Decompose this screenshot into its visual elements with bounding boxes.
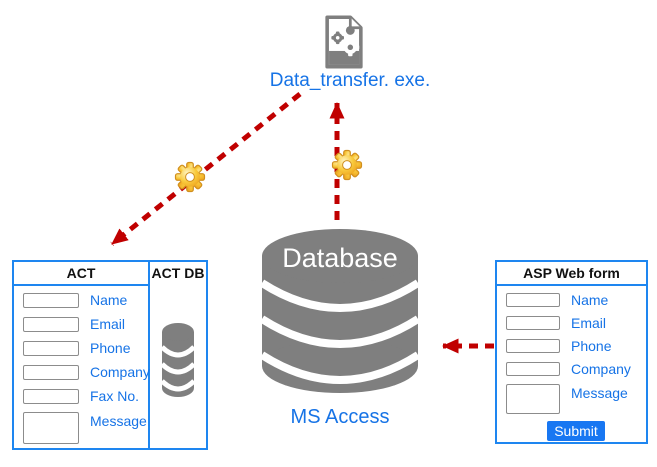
act-fax-no-label: Fax No.: [90, 388, 140, 404]
asp-company-input[interactable]: [506, 362, 560, 376]
act-form-section: ACT Name Email Phone Company: [14, 262, 150, 448]
act-field-row: Message: [23, 412, 148, 444]
asp-web-form-panel: ASP Web form Name Email Phone Company Me…: [495, 260, 648, 444]
act-email-label: Email: [90, 316, 126, 332]
act-phone-label: Phone: [90, 340, 131, 356]
database-cylinder-icon: [260, 229, 420, 393]
act-name-input[interactable]: [23, 292, 79, 308]
asp-field-row: Phone: [506, 338, 646, 354]
executable-file-icon: [325, 15, 363, 69]
database-title: Database: [282, 243, 398, 273]
asp-phone-input[interactable]: [506, 339, 560, 353]
asp-email-label: Email: [571, 315, 607, 331]
asp-name-label: Name: [571, 292, 609, 308]
asp-message-input[interactable]: [506, 384, 560, 414]
act-fax-no-input[interactable]: [23, 388, 79, 404]
asp-fields: Name Email Phone Company Message Submit: [497, 286, 646, 441]
gear-icon: [174, 161, 206, 193]
database-stack-icon: [160, 323, 196, 397]
act-field-row: Company: [23, 364, 150, 380]
act-db-title: ACT DB: [151, 265, 205, 281]
act-phone-input[interactable]: [23, 340, 79, 356]
asp-name-input[interactable]: [506, 293, 560, 307]
act-email-input[interactable]: [23, 316, 79, 332]
asp-field-row: Message: [506, 384, 646, 414]
act-field-row: Email: [23, 316, 148, 332]
act-field-row: Fax No.: [23, 388, 148, 404]
act-name-label: Name: [90, 292, 128, 308]
act-field-row: Phone: [23, 340, 148, 356]
act-message-label: Message: [90, 413, 147, 429]
asp-company-label: Company: [571, 361, 631, 377]
gear-icon: [331, 149, 363, 181]
asp-field-row: Email: [506, 315, 646, 331]
asp-web-form-title: ASP Web form: [497, 262, 646, 286]
asp-message-label: Message: [571, 385, 628, 401]
act-company-input[interactable]: [23, 364, 79, 380]
data-transfer-exe-label: Data_transfer. exe.: [269, 70, 431, 91]
act-message-input[interactable]: [23, 412, 79, 444]
act-db-section: ACT DB: [150, 262, 206, 448]
asp-field-row: Name: [506, 292, 646, 308]
ms-access-caption: MS Access: [290, 406, 390, 428]
act-field-row: Name: [23, 292, 148, 308]
act-company-label: Company: [90, 364, 150, 380]
act-panel: ACT Name Email Phone Company: [12, 260, 208, 450]
act-fields: Name Email Phone Company Fax No.: [14, 286, 150, 452]
act-title: ACT: [14, 262, 148, 286]
submit-button[interactable]: Submit: [547, 421, 605, 441]
asp-field-row: Company: [506, 361, 646, 377]
asp-email-input[interactable]: [506, 316, 560, 330]
asp-phone-label: Phone: [571, 338, 612, 354]
